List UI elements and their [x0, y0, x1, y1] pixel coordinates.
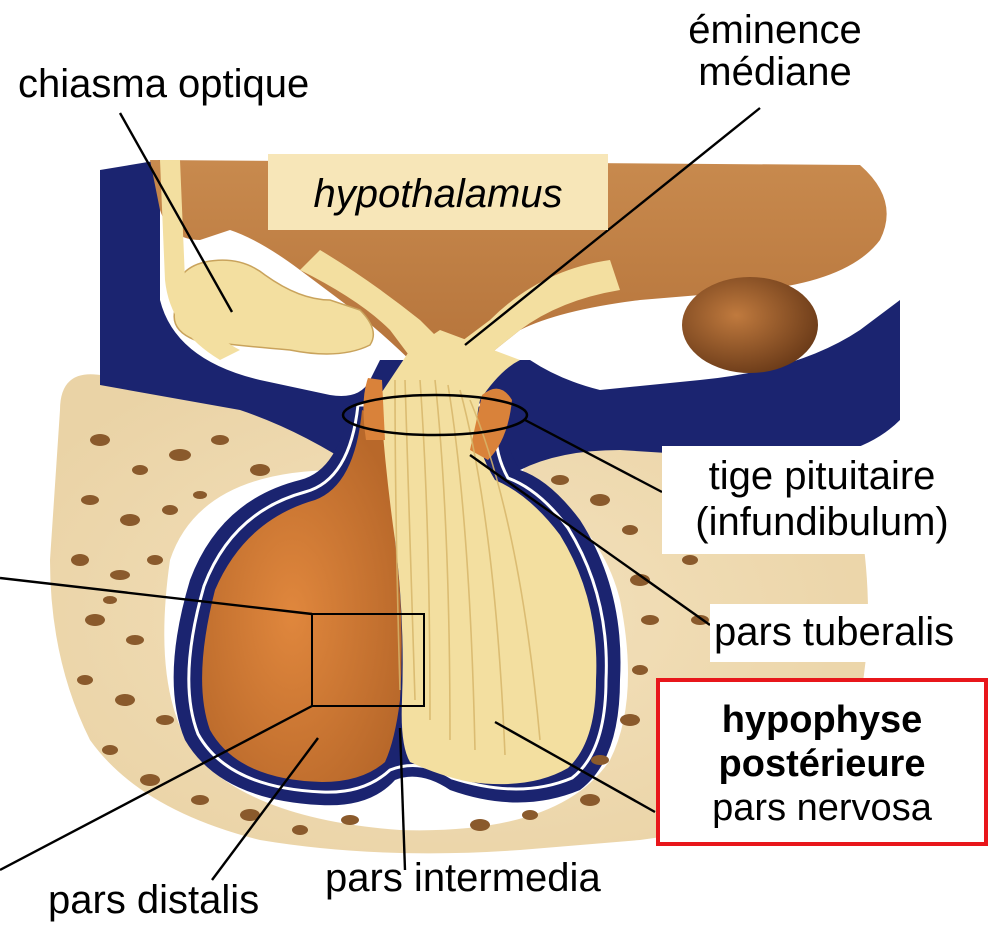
label-pars-tuberalis: pars tuberalis: [714, 610, 954, 654]
label-tige-line2: (infundibulum): [662, 500, 982, 544]
label-posterieure: postérieure: [660, 742, 984, 786]
label-hypophyse: hypophyse: [660, 698, 984, 742]
label-pars-intermedia: pars intermedia: [325, 856, 601, 900]
label-tige-line1: tige pituitaire: [662, 454, 982, 498]
label-chiasma-optique: chiasma optique: [18, 62, 309, 106]
posterior-pituitary-highlight-box: hypophyse postérieure pars nervosa: [656, 678, 988, 846]
label-eminence-line1: éminence: [650, 8, 900, 52]
label-hypothalamus: hypothalamus: [268, 172, 608, 216]
label-eminence-line2: médiane: [650, 50, 900, 94]
label-pars-nervosa: pars nervosa: [660, 786, 984, 830]
posterior-body: [682, 277, 818, 373]
label-pars-distalis: pars distalis: [48, 878, 259, 922]
